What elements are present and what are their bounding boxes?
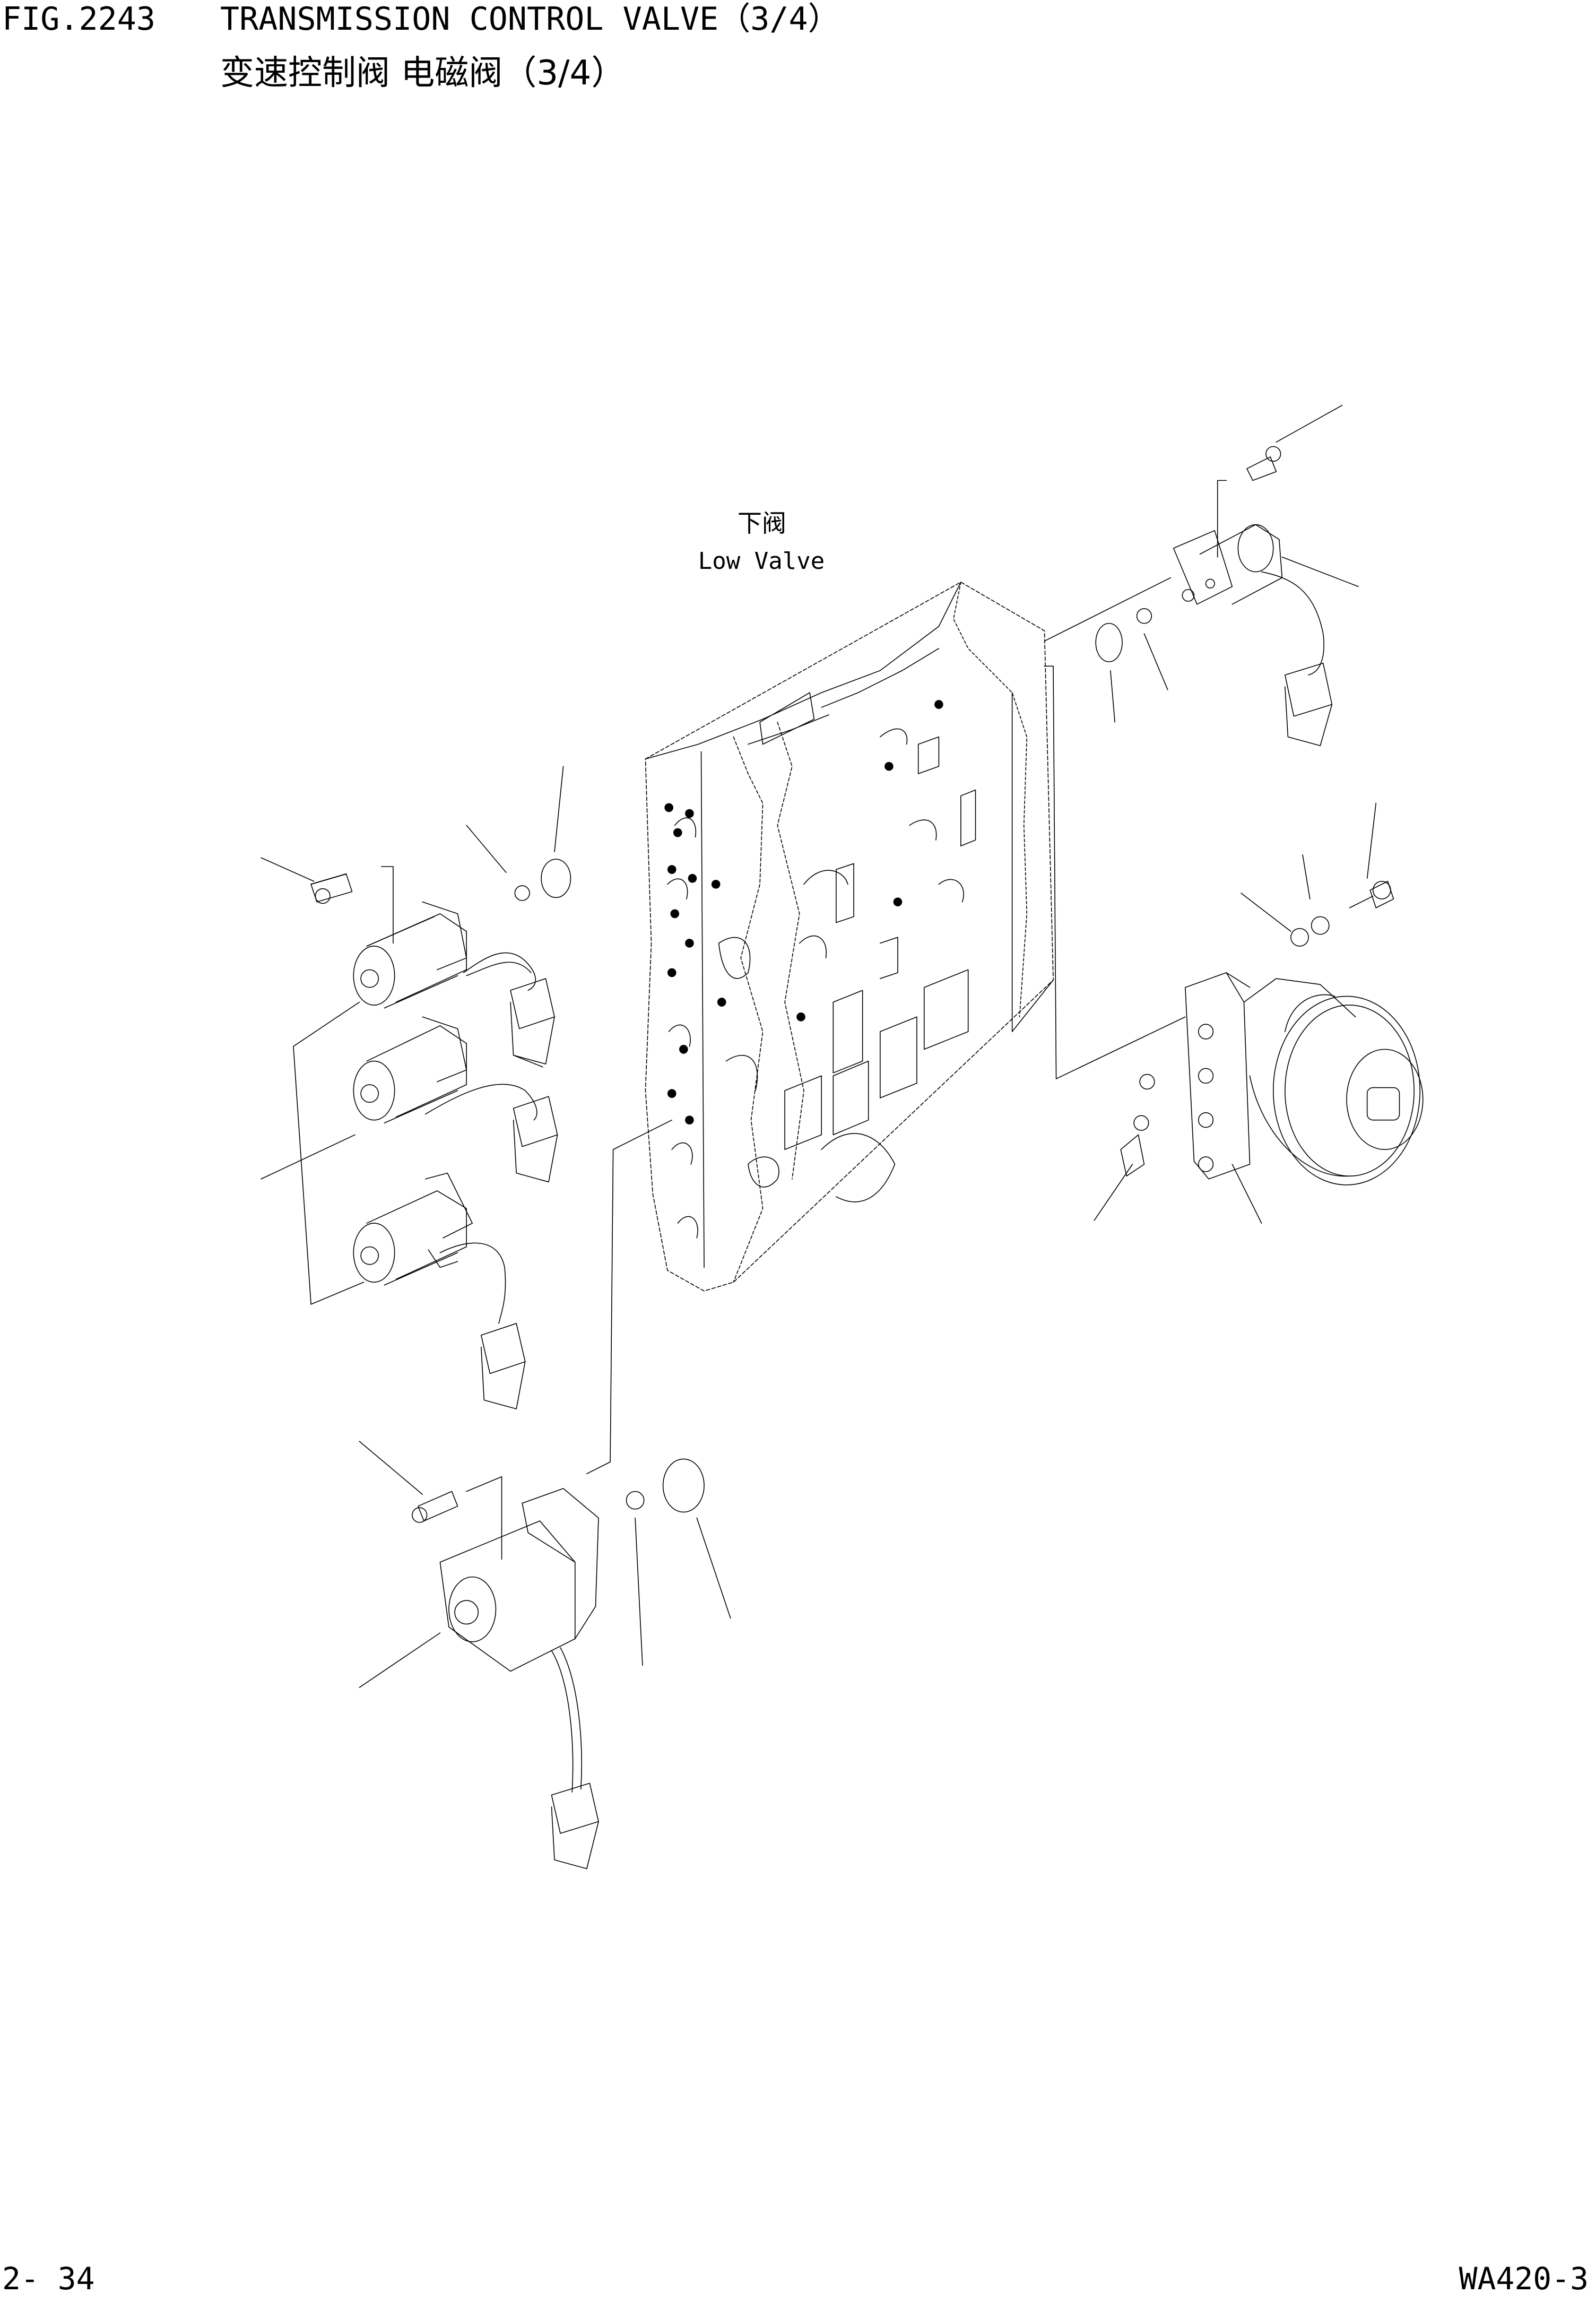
low-valve-body xyxy=(645,582,1053,1291)
solenoid-2 xyxy=(353,1017,466,1123)
solenoid-valve-large-right xyxy=(1044,666,1422,1223)
solenoid-1 xyxy=(353,902,466,1008)
connector-1 xyxy=(510,979,554,1067)
model-code: WA420-3 xyxy=(1459,2261,1589,2297)
low-valve-label-cn: 下阀 xyxy=(738,509,786,538)
figure-number: FIG.2243 xyxy=(2,1,155,38)
solenoid-valve-top-right xyxy=(1044,405,1358,746)
solenoid-valve-stack-left xyxy=(261,766,570,1409)
solenoid-valve-bottom xyxy=(359,1120,730,1869)
figure-title-en: TRANSMISSION CONTROL VALVE（3/4） xyxy=(220,1,840,38)
connector-3 xyxy=(481,1323,525,1409)
low-valve-label-en: Low Valve xyxy=(698,548,825,575)
connector-top-right xyxy=(1285,663,1332,746)
figure-title-cn: 变速控制阀 电磁阀（3/4） xyxy=(220,54,626,93)
connector-2 xyxy=(514,1096,558,1182)
connector-bottom xyxy=(552,1783,598,1868)
page-number: 2- 34 xyxy=(2,2261,95,2297)
solenoid-3 xyxy=(353,1173,472,1285)
